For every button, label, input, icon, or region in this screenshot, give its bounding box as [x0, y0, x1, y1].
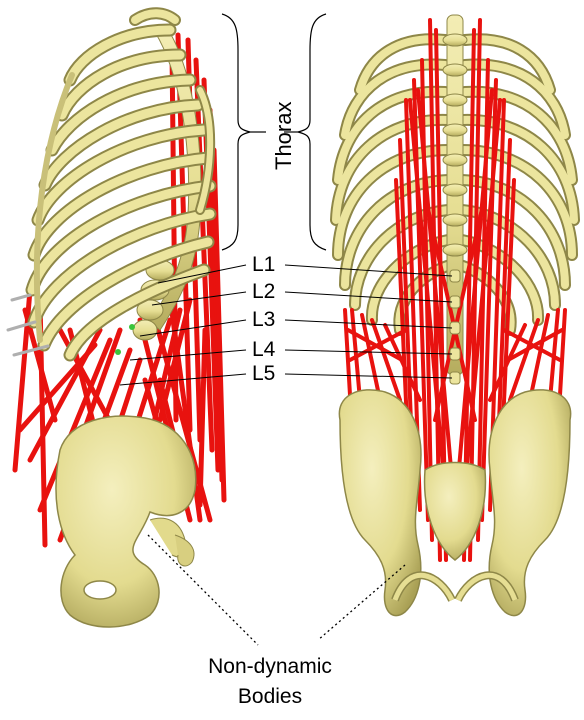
vertebra-label-l1: L1: [252, 254, 275, 275]
non-dynamic-line1: Non-dynamic: [170, 652, 370, 682]
vertebra-label-l3: L3: [252, 309, 275, 330]
posterior-pelvis: [339, 390, 570, 616]
non-dynamic-line2: Bodies: [170, 682, 370, 712]
posterior-skeleton-view: [336, 15, 574, 616]
vertebra-label-l2: L2: [252, 281, 275, 302]
posterior-spine: [443, 15, 467, 375]
vertebra-label-l4: L4: [252, 339, 275, 360]
non-dynamic-bodies-label: Non-dynamic Bodies: [170, 652, 370, 712]
thorax-bracket-left: [222, 14, 266, 250]
lateral-skeleton-view: [8, 13, 224, 627]
lateral-pelvis: [56, 416, 196, 627]
thorax-label: Thorax: [271, 110, 297, 170]
vertebra-label-l5: L5: [252, 363, 275, 384]
